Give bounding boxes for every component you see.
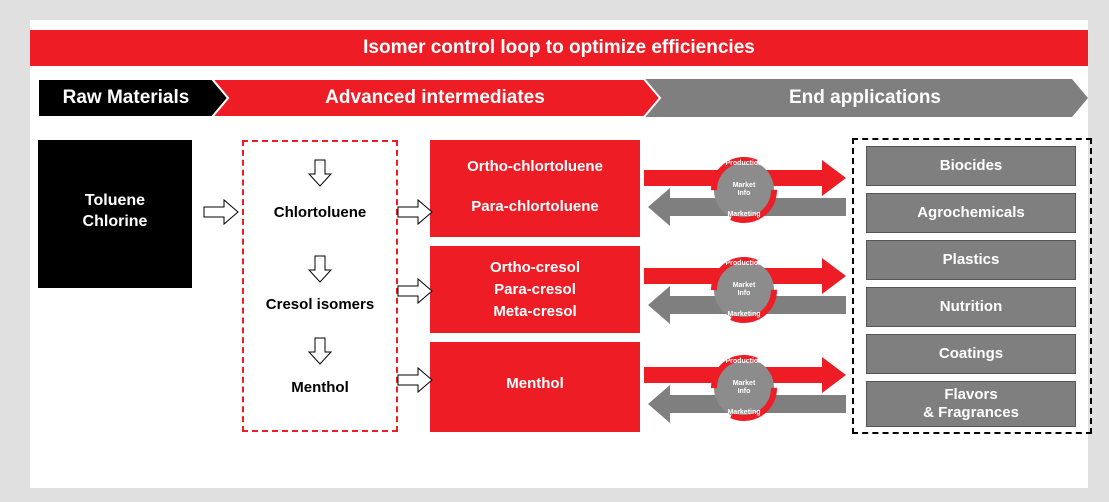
cycle-production-label-3: Production: [725, 358, 763, 365]
cycle-marketing-label-3: Marketing: [727, 409, 761, 416]
product-meta-cresol: Meta-cresol: [493, 303, 577, 320]
cycle-center-2: Market Info: [724, 282, 764, 298]
product-box-chlortoluene: Ortho-chlortoluene Para-chlortoluene: [430, 140, 640, 237]
application-label-biocides: Biocides: [939, 157, 1003, 174]
arrow-down-1-icon: [308, 159, 332, 187]
intermediates-dashed-box: [242, 140, 398, 432]
cycle-info-label-1: Info: [737, 190, 751, 197]
intermediate-cresol-isomers: Cresol isomers: [265, 296, 375, 313]
application-biocides: Biocides: [866, 146, 1076, 186]
arrow-raw-to-chlortoluene-icon: [203, 199, 239, 225]
cycle-production-label-2: Production: [725, 260, 763, 267]
banner-title: Isomer control loop to optimize efficien…: [363, 37, 755, 58]
stage-advanced-label: Advanced intermediates: [325, 87, 545, 108]
stage-end-label: End applications: [788, 87, 942, 108]
product-ortho-chlortoluene: Ortho-chlortoluene: [467, 158, 603, 175]
product-ortho-cresol: Ortho-cresol: [489, 259, 580, 276]
application-nutrition: Nutrition: [866, 287, 1076, 327]
cycle-production-label-1: Production: [725, 160, 763, 167]
arrow-chlortoluene-to-products-icon: [397, 199, 433, 225]
application-agrochemicals: Agrochemicals: [866, 193, 1076, 233]
arrow-down-3-icon: [308, 337, 332, 365]
stage-raw-label: Raw Materials: [62, 87, 190, 108]
arrow-cresol-to-products-icon: [397, 278, 433, 304]
application-label-coatings: Coatings: [938, 345, 1004, 362]
application-label-plastics: Plastics: [942, 251, 1000, 268]
raw-item-chlorine: Chlorine: [82, 213, 148, 230]
cycle-center-3: Market Info: [724, 380, 764, 396]
application-coatings: Coatings: [866, 334, 1076, 374]
intermediate-chlortoluene: Chlortoluene: [273, 204, 367, 221]
raw-item-toluene: Toluene: [84, 192, 146, 209]
application-label-flavors: Flavors: [944, 386, 998, 403]
application-label-fragrances: & Fragrances: [923, 404, 1019, 421]
intermediate-menthol: Menthol: [291, 379, 349, 396]
applications-dashed-box: [852, 138, 1092, 434]
chevron-raw-materials: [37, 78, 230, 118]
cycle-market-label-3: Market: [732, 380, 756, 387]
product-para-cresol: Para-cresol: [494, 281, 576, 298]
cycle-market-label-1: Market: [732, 182, 756, 189]
chevron-end-applications: [640, 79, 1088, 117]
product-box-cresol: Ortho-cresol Para-cresol Meta-cresol: [430, 246, 640, 333]
application-label-nutrition: Nutrition: [939, 298, 1003, 315]
title-banner: Isomer control loop to optimize efficien…: [30, 30, 1088, 66]
raw-materials-box: Toluene Chlorine: [38, 140, 192, 288]
cycle-market-label-2: Market: [732, 282, 756, 289]
loop-row-3: [644, 355, 846, 423]
product-box-menthol: Menthol: [430, 342, 640, 432]
product-para-chlortoluene: Para-chlortoluene: [471, 198, 599, 215]
arrow-down-2-icon: [308, 255, 332, 283]
product-menthol: Menthol: [506, 375, 564, 392]
arrow-menthol-to-products-icon: [397, 367, 433, 393]
application-flavors-fragrances: Flavors & Fragrances: [866, 381, 1076, 427]
loop-row-2: [644, 257, 846, 324]
loop-row-1: [644, 157, 846, 226]
application-plastics: Plastics: [866, 240, 1076, 280]
cycle-marketing-label-2: Marketing: [727, 311, 761, 318]
application-label-agrochemicals: Agrochemicals: [917, 204, 1025, 221]
cycle-info-label-3: Info: [737, 388, 751, 395]
cycle-info-label-2: Info: [737, 290, 751, 297]
cycle-center-1: Market Info: [724, 182, 764, 198]
cycle-marketing-label-1: Marketing: [727, 211, 761, 218]
